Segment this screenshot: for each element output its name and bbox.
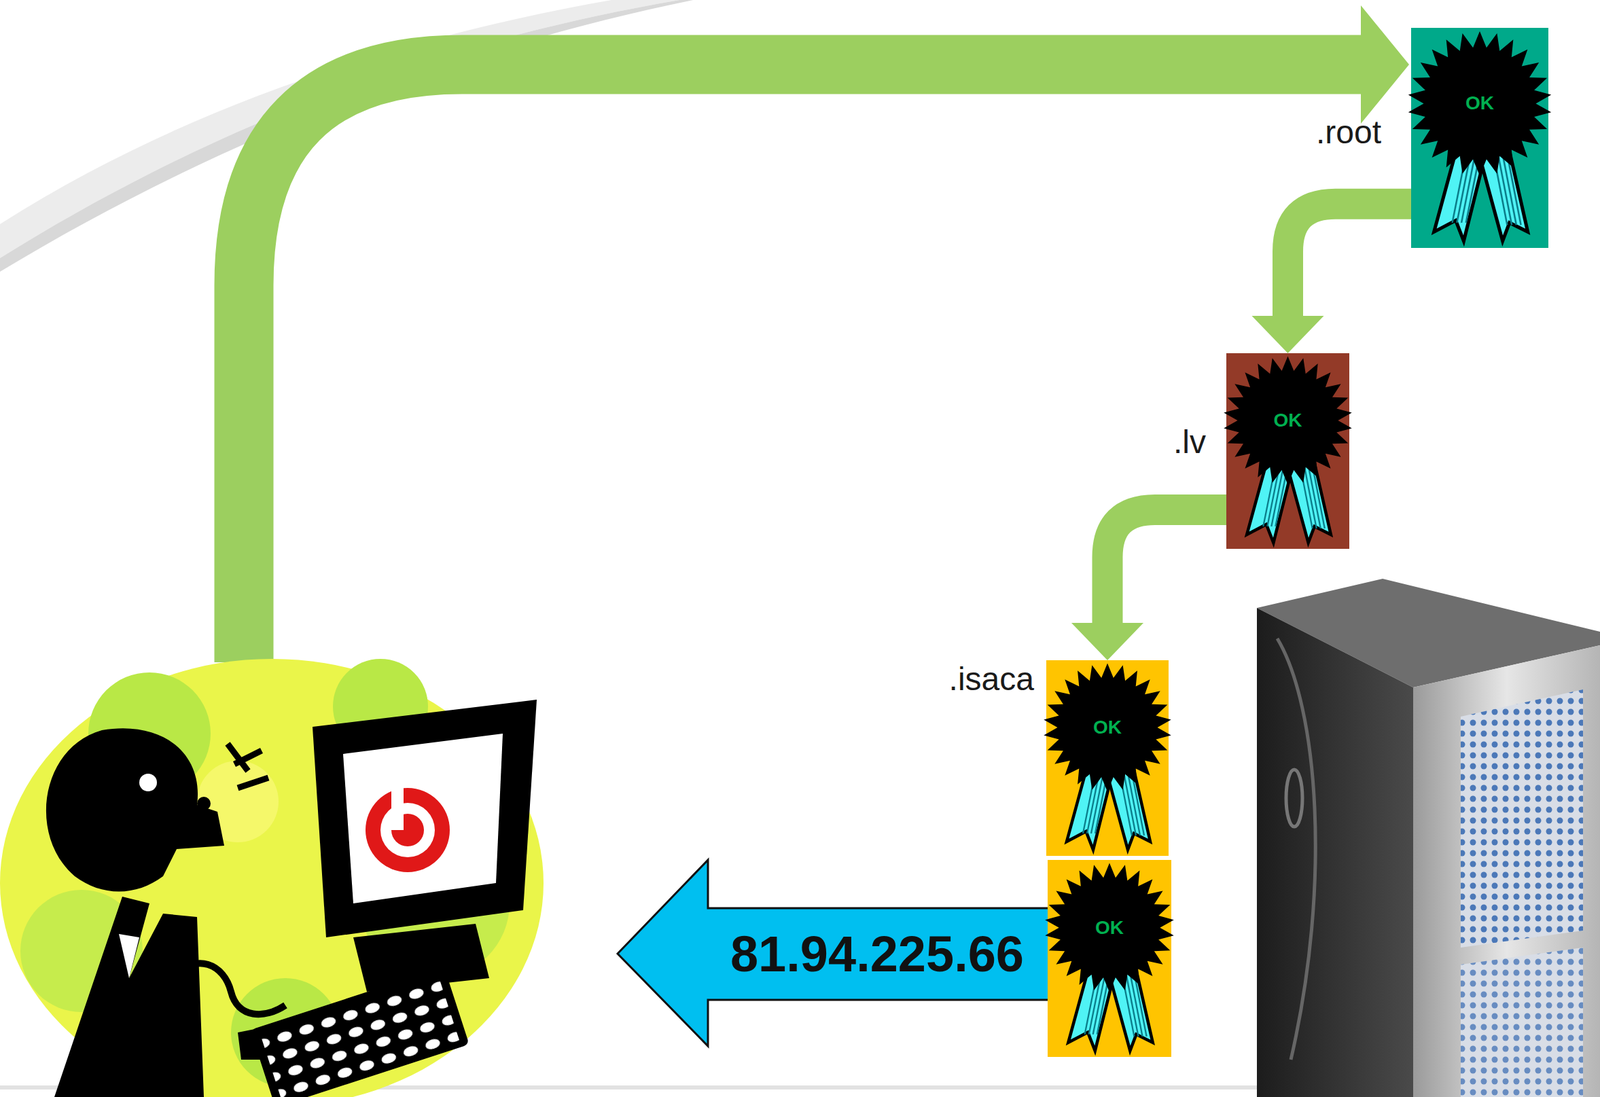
award-badge <box>1226 353 1350 549</box>
ip-address: 81.94.225.66 <box>707 908 1047 1001</box>
user-at-computer <box>0 659 544 1097</box>
server-tower <box>1256 578 1600 1097</box>
status-text: OK <box>1226 411 1350 431</box>
award-badge-node: .rootOK <box>1411 27 1549 248</box>
award-badge <box>1047 860 1172 1058</box>
award-badge-node: .isacaOK <box>1046 660 1169 857</box>
curved-arrow <box>243 64 1363 663</box>
connector-line <box>1288 203 1412 318</box>
connector-line <box>1107 509 1227 625</box>
zone-label: .isaca <box>949 661 1035 698</box>
award-badge <box>1411 27 1549 248</box>
arrow-head <box>1360 5 1410 124</box>
zone-label: .lv <box>1173 424 1206 461</box>
status-text: OK <box>1046 718 1169 738</box>
connector-arrow <box>1252 203 1412 354</box>
starburst <box>1043 663 1172 793</box>
arrow-head <box>1252 315 1325 354</box>
status-text: OK <box>1411 93 1549 113</box>
starburst <box>1044 863 1175 993</box>
award-badge <box>1046 660 1169 857</box>
starburst <box>1223 356 1353 486</box>
award-badge-node: .lvOK <box>1226 353 1350 549</box>
award-badge-node: OK <box>1047 860 1172 1058</box>
starburst <box>1408 31 1552 176</box>
connector-arrow <box>1071 509 1227 661</box>
result-arrow <box>617 860 1060 1047</box>
status-text: OK <box>1047 918 1172 938</box>
arrow-head <box>1071 623 1144 661</box>
zone-label: .root <box>1316 114 1382 151</box>
